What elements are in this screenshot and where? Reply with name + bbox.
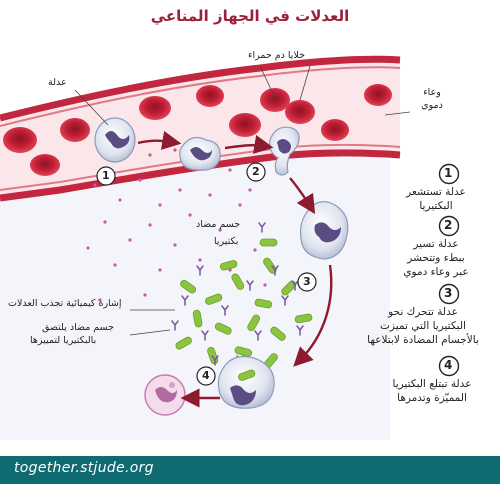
red-blood-cell [30,154,60,176]
red-blood-cell [196,85,224,107]
chemical-signal-dots [86,148,267,302]
antibody-attached-label-line2: بالبكتيريا لتمييزها [30,335,97,346]
leader-lines [74,65,411,336]
step-2-line-2: ببطء وتتحشر [407,252,465,264]
step-list-number-1: 1 [444,166,453,180]
red-blood-cell [260,88,290,112]
neutrophil-step-3 [299,201,349,260]
neutrophil-step-4 [217,355,275,409]
page-title: العدلات في الجهاز المناعي [150,7,350,25]
antibodies [171,265,304,366]
arrow-to-tissue [289,177,316,215]
arrow-1-to-2 [137,130,182,150]
antibody-label: جسم مضاد [196,219,241,230]
step-3-line-1: عدلة تتحرك نحو [388,306,458,318]
step-3-line-3: بالأجسام المضادة لابتلاعها [367,334,479,346]
step-list-number-4: 4 [444,358,453,372]
step-list-badges [438,163,460,377]
tissue-background [0,105,390,440]
red-blood-cell [321,119,349,141]
red-blood-cell [364,84,392,106]
blood-vessel-label-line1: وعاء [423,87,441,98]
step-1-line-1: عدلة تستشعر [406,186,466,198]
neutrophil-step-1 [94,117,136,163]
red-blood-cell [3,127,37,153]
step-2-line-3: عبر وعاء دموي [403,266,469,278]
step-4-line-1: عدلة تبتلع البكتيريا [392,378,472,390]
process-arrows [137,130,333,408]
red-blood-cell [139,96,171,120]
red-blood-cell [285,100,315,124]
step-4-line-2: المميّزة وتدمرها [397,392,467,404]
red-blood-cells [3,84,392,176]
diagram-step-number-1: 1 [102,169,110,182]
bacteria-cluster [175,257,313,369]
bacteria-label: بكتيريا [214,236,239,247]
neutrophil-step-2 [269,126,300,176]
arrow-2-to-3 [224,134,274,154]
antibody-legend-icon [258,222,266,233]
step-badges [96,162,317,386]
red-blood-cells-label: خلايا دم حمراء [248,50,305,61]
step-list-number-2: 2 [444,218,453,232]
antibody-attached-label-line1: جسم مضاد يلتصق [42,322,114,333]
arrow-3-to-4 [293,264,333,367]
diagram-step-number-3: 3 [303,275,311,288]
diagram-step-number-2: 2 [252,165,260,178]
blood-vessel-label-line2: دموي [421,100,443,111]
red-blood-cell [60,118,90,142]
step-1-line-2: البكتيريا [419,200,453,212]
footer-bar: together.stjude.org [0,456,500,484]
diagram-step-number-4: 4 [202,369,210,382]
neutrophil-step-1b [179,137,221,171]
footer-link[interactable]: together.stjude.org [14,460,154,476]
step-list-number-3: 3 [444,286,453,300]
red-blood-cell [229,113,261,137]
neutrophil-label: عدلة [48,77,67,88]
step-3-line-2: البكتيريا التي تميزت [380,320,466,332]
bacteria-legend-icon [259,238,278,247]
step-2-line-1: عدلة تسير [413,238,459,250]
neutrophil-digesting [144,374,186,416]
chemical-signal-label: إشارة كيميائية تجذب العدلات [8,298,122,309]
